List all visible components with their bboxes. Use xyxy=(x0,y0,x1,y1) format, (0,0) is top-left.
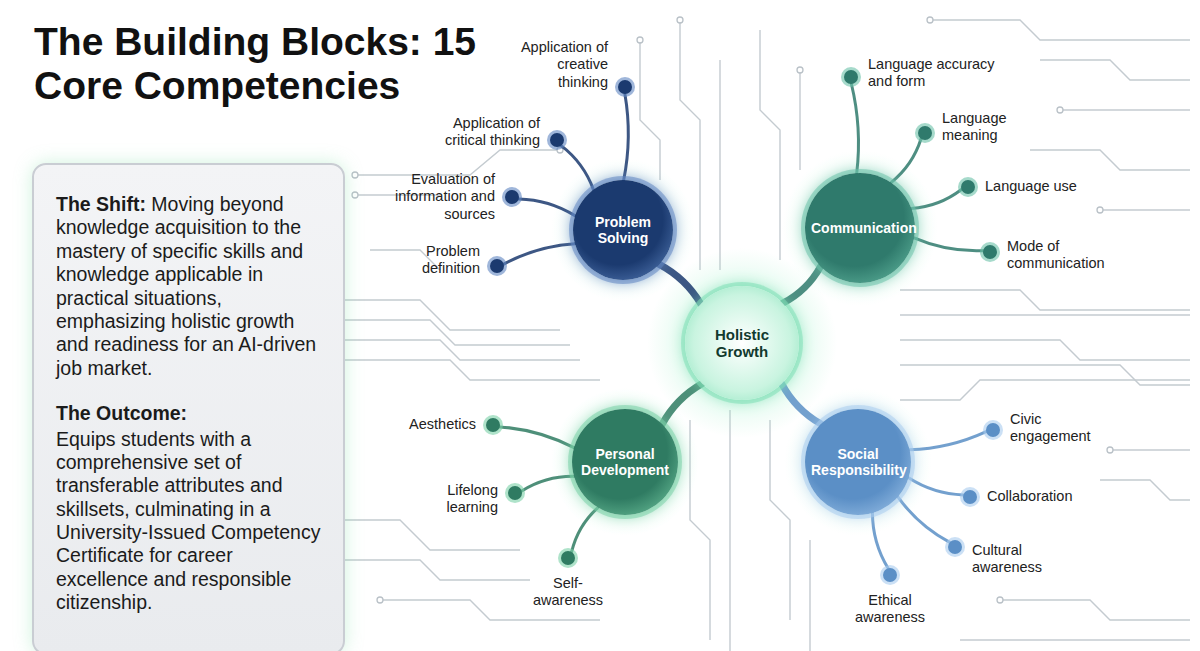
competency-dot: Language accuracy and form xyxy=(844,70,858,84)
connector xyxy=(911,189,961,208)
connector xyxy=(909,478,964,495)
competency-label: Application of critical thinking xyxy=(425,115,540,150)
hub-label: Problem Solving xyxy=(579,214,667,246)
panel-paragraph: The Shift:Moving beyond knowledge acquis… xyxy=(56,193,329,380)
competency-hub: Social Responsibility xyxy=(805,409,911,515)
competency-label: Language meaning xyxy=(942,110,1022,145)
panel-heading: The Outcome: xyxy=(56,402,187,424)
connector xyxy=(624,94,629,180)
competency-dot: Problem definition xyxy=(490,259,504,273)
competency-dot: Cultural awareness xyxy=(948,540,962,554)
trace-pads xyxy=(352,17,1113,603)
connector xyxy=(898,497,950,542)
connector xyxy=(522,476,574,491)
panel-body: Equips students with a comprehensive set… xyxy=(56,428,320,614)
competency-label: Language accuracy and form xyxy=(868,56,1018,91)
connector xyxy=(572,508,598,552)
panel-paragraph: The Outcome: Equips students with a compr… xyxy=(56,402,329,615)
connector xyxy=(910,432,987,450)
hub-label: Social Responsibility xyxy=(811,446,905,478)
competency-dot: Lifelong learning xyxy=(508,486,522,500)
competency-dot: Collaboration xyxy=(963,490,977,504)
competency-label: Collaboration xyxy=(987,488,1097,505)
competency-dot: Aesthetics xyxy=(486,418,500,432)
competency-label: Aesthetics xyxy=(386,416,476,433)
competency-hub: Personal Development xyxy=(572,409,678,515)
competency-label: Civic engagement xyxy=(1010,411,1110,446)
connector xyxy=(662,384,702,425)
competency-dot: Civic engagement xyxy=(986,423,1000,437)
competency-dot: Mode of communication xyxy=(983,245,997,259)
competency-label: Lifelong learning xyxy=(436,482,498,517)
competency-dot: Ethical awareness xyxy=(883,568,897,582)
competency-label: Self-awareness xyxy=(533,575,603,610)
connector xyxy=(914,238,983,251)
competency-label: Problem definition xyxy=(410,243,480,278)
competency-label: Ethical awareness xyxy=(845,592,935,627)
connector xyxy=(659,264,700,303)
panel-body: Moving beyond knowledge acquisition to t… xyxy=(56,193,316,379)
circuit-traces xyxy=(345,20,1190,651)
competency-dot: Application of creative thinking xyxy=(618,80,632,94)
competency-hub: Communication xyxy=(805,173,915,283)
connector xyxy=(851,84,858,173)
competency-label: Mode of communication xyxy=(1007,238,1125,273)
competency-hub: Problem Solving xyxy=(573,180,673,280)
panel-heading: The Shift: xyxy=(56,193,146,215)
connector xyxy=(872,513,888,568)
hub-label: Personal Development xyxy=(578,446,672,478)
diagram-title: The Building Blocks: 15 Core Competencie… xyxy=(34,20,504,107)
info-panel: The Shift:Moving beyond knowledge acquis… xyxy=(32,163,345,651)
connector xyxy=(519,199,575,216)
competency-label: Cultural awareness xyxy=(972,542,1062,577)
connector xyxy=(504,244,575,264)
hub-label: Holistic Growth xyxy=(691,326,793,361)
competency-label: Evaluation of information and sources xyxy=(377,171,495,223)
hub-label: Communication xyxy=(811,220,909,236)
competency-label: Application of creative thinking xyxy=(508,39,608,91)
connector xyxy=(561,146,593,190)
competency-dot: Application of critical thinking xyxy=(550,133,564,147)
connector xyxy=(783,266,821,303)
competency-dot: Language use xyxy=(961,180,975,194)
connector xyxy=(891,139,921,183)
competency-dot: Self-awareness xyxy=(561,551,575,565)
panel-heading-wrap: The Outcome: xyxy=(56,402,329,425)
competency-dot: Evaluation of information and sources xyxy=(505,190,519,204)
hub-glow xyxy=(551,150,938,536)
panel-heading-wrap: The Shift: xyxy=(56,193,151,215)
connector xyxy=(500,427,574,448)
connector xyxy=(782,384,821,424)
competency-dot: Language meaning xyxy=(918,126,932,140)
competency-hub: Holistic Growth xyxy=(685,286,799,400)
competency-label: Language use xyxy=(985,178,1095,195)
